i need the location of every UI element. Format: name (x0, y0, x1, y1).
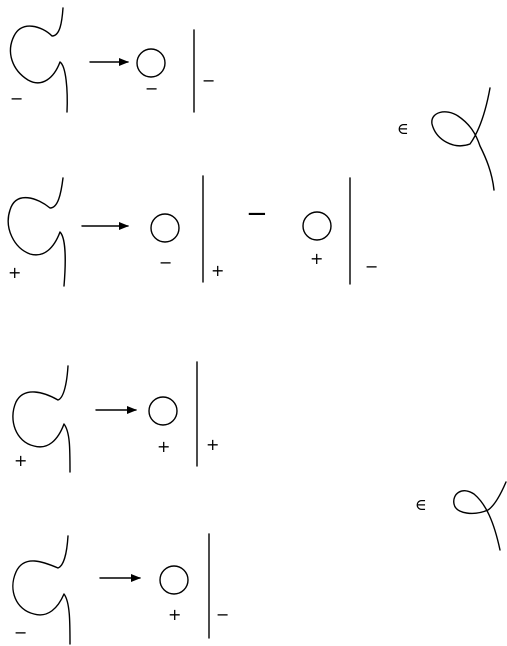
term1-strand-sign-label: + (211, 261, 224, 280)
kink-sign-label: − (10, 89, 23, 108)
term2-strand-sign-label: − (365, 257, 378, 276)
membership-bottom: ∈ (415, 481, 507, 551)
kink-strand (9, 7, 68, 113)
element-of-symbol: ∈ (397, 119, 409, 138)
membership-top: ∈ (397, 87, 495, 191)
kink-sign-label: − (14, 623, 27, 642)
kink-strand (12, 365, 71, 473)
element-of-symbol: ∈ (415, 495, 427, 514)
kink-strand (12, 535, 71, 645)
kink-sign-label: + (8, 263, 21, 282)
curl-diagram (453, 481, 507, 551)
operator-minus: − (246, 199, 268, 229)
circle-sign-label: + (157, 437, 170, 456)
circle-component (159, 565, 189, 595)
term2-circle-component (302, 211, 332, 241)
kink-strand (7, 177, 66, 287)
relation-row-3: + + + (12, 361, 219, 473)
circle-sign-label: − (145, 79, 158, 98)
strand-sign-label: − (216, 605, 229, 624)
strand-sign-label: − (202, 71, 215, 90)
strand-sign-label: + (206, 435, 219, 454)
kink-sign-label: + (14, 451, 27, 470)
curl-diagram (431, 87, 495, 191)
term2-circle-sign-label: + (310, 249, 323, 268)
circle-component (148, 396, 178, 426)
circle-component (136, 48, 166, 78)
relation-row-1: − − − (9, 7, 215, 113)
circle-sign-label: + (168, 605, 181, 624)
term1-circle-sign-label: − (159, 253, 172, 272)
term1-circle-component (150, 213, 180, 243)
relation-row-4: − + − (12, 533, 229, 645)
relation-row-2: + − + − + − (7, 175, 378, 287)
